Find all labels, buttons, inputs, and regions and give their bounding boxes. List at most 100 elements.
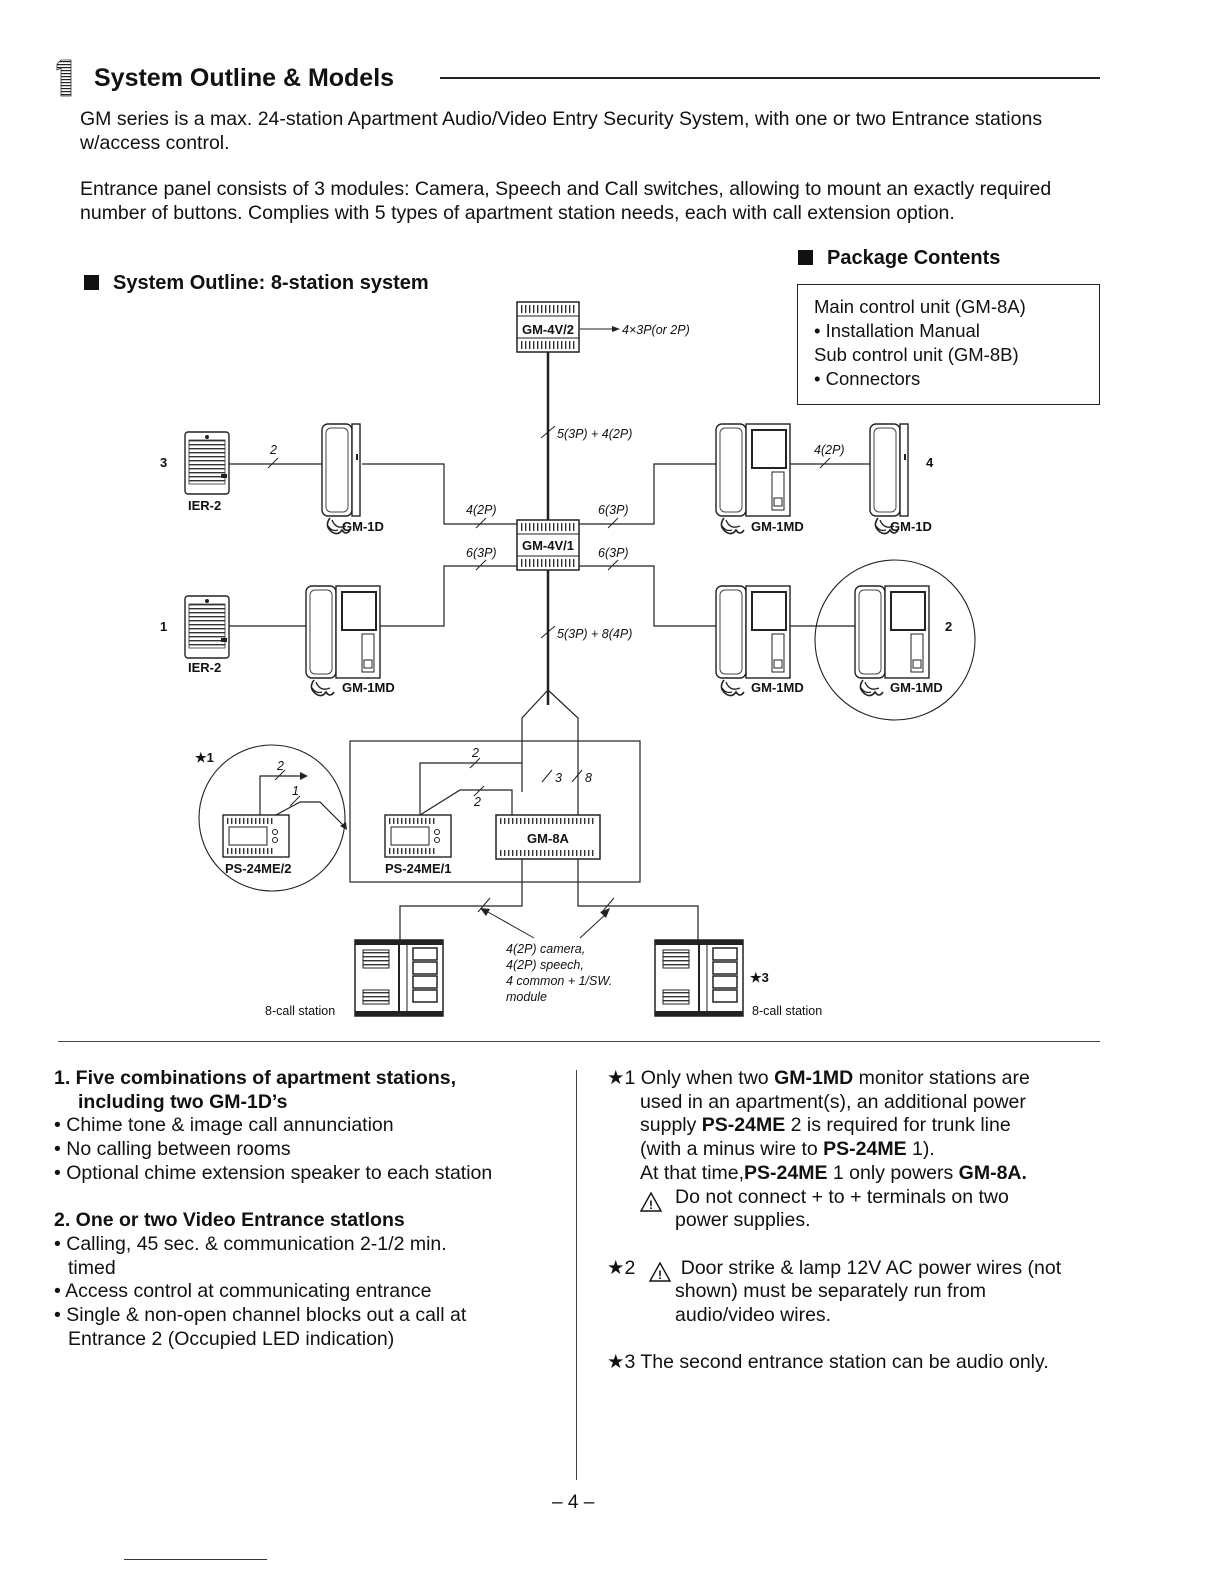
gm-1md-monitor: GM-1MD	[716, 424, 804, 534]
note-1-line: used in an apartment(s), an additional p…	[640, 1090, 1026, 1113]
package-contents-box: Main control unit (GM-8A) • Installation…	[797, 284, 1100, 405]
ier-2-door-station: IER-2	[184, 431, 230, 513]
svg-text:2: 2	[269, 443, 277, 457]
intro-paragraph-1: GM series is a max. 24-station Apartment…	[80, 108, 1043, 154]
svg-text:PS-24ME/1: PS-24ME/1	[385, 861, 451, 876]
svg-text:GM-1D: GM-1D	[342, 519, 384, 534]
svg-text:★3: ★3	[750, 970, 769, 985]
note-1-line: supply PS-24ME 2 is required for trunk l…	[640, 1114, 1011, 1137]
svg-text:6(3P): 6(3P)	[598, 503, 629, 517]
svg-text:4(2P) speech,: 4(2P) speech,	[506, 958, 584, 972]
svg-text:PS-24ME/2: PS-24ME/2	[225, 861, 291, 876]
svg-text:4 common + 1/SW.: 4 common + 1/SW.	[506, 974, 612, 988]
footer-rule	[124, 1559, 267, 1561]
svg-text:2: 2	[473, 795, 481, 809]
bullet: • Calling, 45 sec. & communication 2-1/2…	[54, 1232, 447, 1255]
bullet: • No calling between rooms	[54, 1138, 291, 1161]
note-1-line: ★1 Only when two GM-1MD monitor stations…	[607, 1067, 1030, 1089]
svg-text:8-call station: 8-call station	[265, 1004, 335, 1018]
svg-text:1: 1	[292, 784, 299, 798]
gm-8a-main-control-unit: GM-8A	[495, 814, 601, 860]
package-line: Main control unit (GM-8A)	[814, 296, 1026, 317]
note-1-line: (with a minus wire to PS-24ME 1).	[640, 1138, 935, 1161]
bullet: • Single & non-open channel blocks out a…	[54, 1304, 467, 1327]
svg-text:GM-1MD: GM-1MD	[890, 680, 943, 695]
intro-paragraph-2: Entrance panel consists of 3 modules: Ca…	[80, 178, 1052, 224]
bullet-cont: Entrance 2 (Occupied LED indication)	[68, 1327, 395, 1350]
svg-text:IER-2: IER-2	[188, 660, 221, 675]
svg-text:5(3P) + 4(2P): 5(3P) + 4(2P)	[557, 427, 632, 441]
gm-4v-2-module: GM-4V/2	[516, 301, 580, 353]
ier-2-door-station: IER-2	[184, 595, 230, 675]
outline-heading: System Outline: 8-station system	[84, 272, 429, 295]
svg-text:IER-2: IER-2	[188, 498, 221, 513]
package-line: • Installation Manual	[814, 320, 980, 341]
gm-1md-monitor: GM-1MD	[855, 586, 943, 696]
svg-text:6(3P): 6(3P)	[466, 546, 497, 560]
note-2-line: audio/video wires.	[675, 1304, 832, 1327]
warning-icon: !	[649, 1261, 671, 1282]
bullet: • Access control at communicating entran…	[54, 1280, 432, 1303]
package-heading: Package Contents	[798, 247, 1000, 270]
gm-1md-monitor: GM-1MD	[306, 586, 395, 696]
left-column: 1. Five combinations of apartment statio…	[54, 1067, 564, 1351]
svg-text:4×3P(or 2P): 4×3P(or 2P)	[622, 323, 690, 337]
svg-text:★1: ★1	[195, 750, 214, 765]
8-call-entrance-station	[654, 939, 744, 1017]
svg-text:2: 2	[471, 746, 479, 760]
svg-text:5(3P) + 8(4P): 5(3P) + 8(4P)	[557, 627, 632, 641]
svg-text:GM-1MD: GM-1MD	[751, 519, 804, 534]
item-2-heading: 2. One or two Video Entrance statlons	[54, 1209, 405, 1232]
item-1-heading: 1. Five combinations of apartment statio…	[54, 1067, 456, 1089]
bullet-cont: timed	[68, 1256, 116, 1279]
svg-text:!: !	[658, 1268, 662, 1282]
warning-icon: !	[640, 1191, 662, 1212]
svg-text:GM-4V/1: GM-4V/1	[522, 538, 574, 553]
svg-text:4(2P) camera,: 4(2P) camera,	[506, 942, 585, 956]
svg-text:8: 8	[585, 771, 592, 785]
svg-text:GM-8A: GM-8A	[527, 831, 570, 846]
bullet: • Optional chime extension speaker to ea…	[54, 1161, 493, 1184]
svg-text:module: module	[506, 990, 547, 1004]
ps-24me-1-power-supply: PS-24ME/1	[384, 814, 452, 876]
title-rule	[440, 77, 1100, 79]
column-divider	[576, 1070, 578, 1480]
section-number-badge	[56, 58, 76, 98]
system-diagram: GM-4V/2 4×3P(or 2P) 5(3P) + 4(2P) 5(3P) …	[160, 301, 976, 1018]
gm-4v-1-module: GM-4V/1	[516, 519, 580, 571]
package-line: • Connectors	[814, 368, 921, 389]
package-line: Sub control unit (GM-8B)	[814, 344, 1019, 365]
ps-24me-2-power-supply: PS-24ME/2	[222, 814, 291, 876]
right-column: ★1 Only when two GM-1MD monitor stations…	[607, 1067, 1107, 1375]
note-2-line: shown) must be separately run from	[675, 1280, 987, 1303]
note-1-warning: ! Do not connect + to + terminals on two	[607, 1186, 1107, 1212]
svg-text:GM-1D: GM-1D	[890, 519, 932, 534]
svg-text:6(3P): 6(3P)	[598, 546, 629, 560]
gm-1d-handset: GM-1D	[322, 424, 384, 534]
item-1-heading-cont: including two GM-1D’s	[78, 1090, 288, 1113]
svg-text:4: 4	[926, 455, 934, 470]
svg-text:8-call station: 8-call station	[752, 1004, 822, 1018]
svg-text:GM-1MD: GM-1MD	[342, 680, 395, 695]
svg-text:GM-1MD: GM-1MD	[751, 680, 804, 695]
svg-text:1: 1	[160, 619, 167, 634]
svg-text:!: !	[649, 1198, 653, 1212]
section-title: System Outline & Models	[94, 64, 395, 92]
svg-text:2: 2	[276, 759, 284, 773]
gm-1d-handset: GM-1D	[870, 424, 932, 534]
svg-text:3: 3	[555, 771, 562, 785]
svg-text:4(2P): 4(2P)	[466, 503, 497, 517]
note-1-line: At that time,PS-24ME 1 only powers GM-8A…	[640, 1161, 1027, 1184]
section-divider	[58, 1041, 1100, 1043]
gm-1md-monitor: GM-1MD	[716, 586, 804, 696]
note-3-line: ★3 The second entrance station can be au…	[607, 1351, 1049, 1374]
svg-text:4(2P): 4(2P)	[814, 443, 845, 457]
svg-text:2: 2	[945, 619, 952, 634]
page-number: – 4 –	[552, 1492, 595, 1513]
note-2-line: ★2 ! Door strike & lamp 12V AC power wir…	[607, 1256, 1062, 1282]
svg-text:GM-4V/2: GM-4V/2	[522, 322, 574, 337]
svg-text:3: 3	[160, 455, 167, 470]
note-1-line: power supplies.	[675, 1209, 811, 1232]
bullet: • Chime tone & image call annunciation	[54, 1114, 394, 1137]
8-call-entrance-station	[354, 939, 444, 1017]
